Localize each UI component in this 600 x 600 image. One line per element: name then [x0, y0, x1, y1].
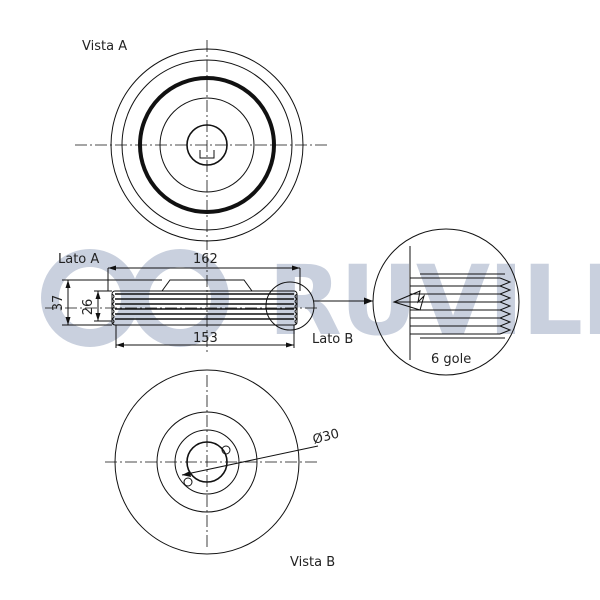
groove-detail	[372, 228, 520, 376]
pulley-grooves	[111, 293, 298, 325]
lato-a-label: Lato A	[58, 252, 99, 267]
dimension-162: 162	[193, 252, 218, 267]
lato-b-label: Lato B	[312, 332, 353, 347]
dimension-37: 37	[51, 295, 66, 312]
vista-a-label: Vista A	[82, 39, 127, 54]
dimension-26: 26	[81, 299, 96, 316]
vista-a-view	[75, 40, 330, 250]
dimension-d30: Ø30	[311, 426, 341, 447]
vista-b-label: Vista B	[290, 555, 335, 570]
side-view	[45, 255, 373, 355]
grooves-label: 6 gole	[431, 352, 471, 367]
dimension-153: 153	[193, 331, 218, 346]
vista-b-view	[105, 369, 320, 555]
